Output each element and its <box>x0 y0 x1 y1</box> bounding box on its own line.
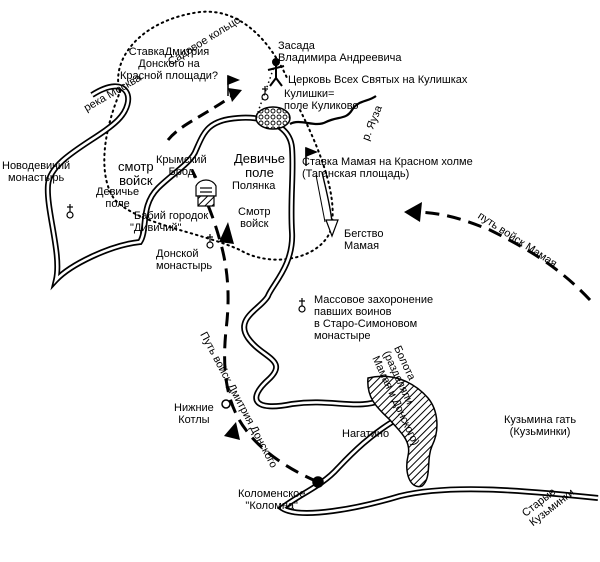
zasada-label: Засада Владимира Андреевича <box>278 40 402 64</box>
stavka-mamaya-label: Ставка Мамая на Красном холме (Таганская… <box>302 156 473 180</box>
nagatino-label: Нагатино <box>342 428 390 440</box>
devichye-pole-center-label: Девичье поле <box>234 151 285 180</box>
kulishki-label: Кулишки= поле Куликово <box>284 88 359 112</box>
mamai-route <box>411 210 592 302</box>
church-label: Церковь Всех Святых на Кулишках <box>288 74 468 86</box>
stavka-route-arrowhead <box>228 88 242 102</box>
flag-icon <box>227 74 319 166</box>
massovoe-label: Массовое захоронение павших воинов в Ста… <box>314 294 434 342</box>
church-icon <box>66 86 306 313</box>
donskoy-label: Донской монастырь <box>156 248 213 272</box>
mamai-flight-arrowhead <box>325 219 339 238</box>
nizhnie-kotly-label: Нижние Котлы <box>174 402 214 426</box>
polyanka-label: Полянка <box>232 180 276 192</box>
dmitry-route-arrowhead <box>219 222 234 244</box>
krymsky-brod-label: Крымский Брод <box>156 154 207 178</box>
smotr-voysk-right-label: Смотр войск <box>238 206 271 230</box>
mamai-route-arrowhead <box>404 202 422 222</box>
kuzmina-gat-label: Кузьмина гать (Кузьминки) <box>504 414 577 438</box>
yauza-river <box>289 95 377 126</box>
divichiy-label: "Дивичий" <box>130 222 182 234</box>
stavka-dmitriya-label: СтавкаДмитрия Донского на Красной площад… <box>120 46 219 82</box>
dmitry-route <box>190 169 319 484</box>
babiy-gorodok-label: Бабий городок <box>134 210 209 222</box>
swamp-area <box>367 375 438 488</box>
warrior-icon <box>267 58 285 87</box>
stavka-route <box>166 94 233 141</box>
begstvo-label: Бегство Мамая <box>344 228 384 252</box>
novodevichiy-label: Новодевичий монастырь <box>2 160 71 184</box>
dmitry-route-arrowhead-2 <box>224 422 240 440</box>
smotr-voysk-left-label: смотр войск <box>118 159 154 188</box>
garden-ring <box>103 10 334 261</box>
devichye-pole-small-label: Девичье поле <box>96 186 140 210</box>
kolomenskoe-label: Коломенское "Коломна" <box>238 488 306 512</box>
settlement-icon <box>221 399 324 488</box>
fortress-icon <box>195 179 217 207</box>
mamai-flight-route <box>321 171 333 223</box>
kulishki-field <box>255 106 291 130</box>
